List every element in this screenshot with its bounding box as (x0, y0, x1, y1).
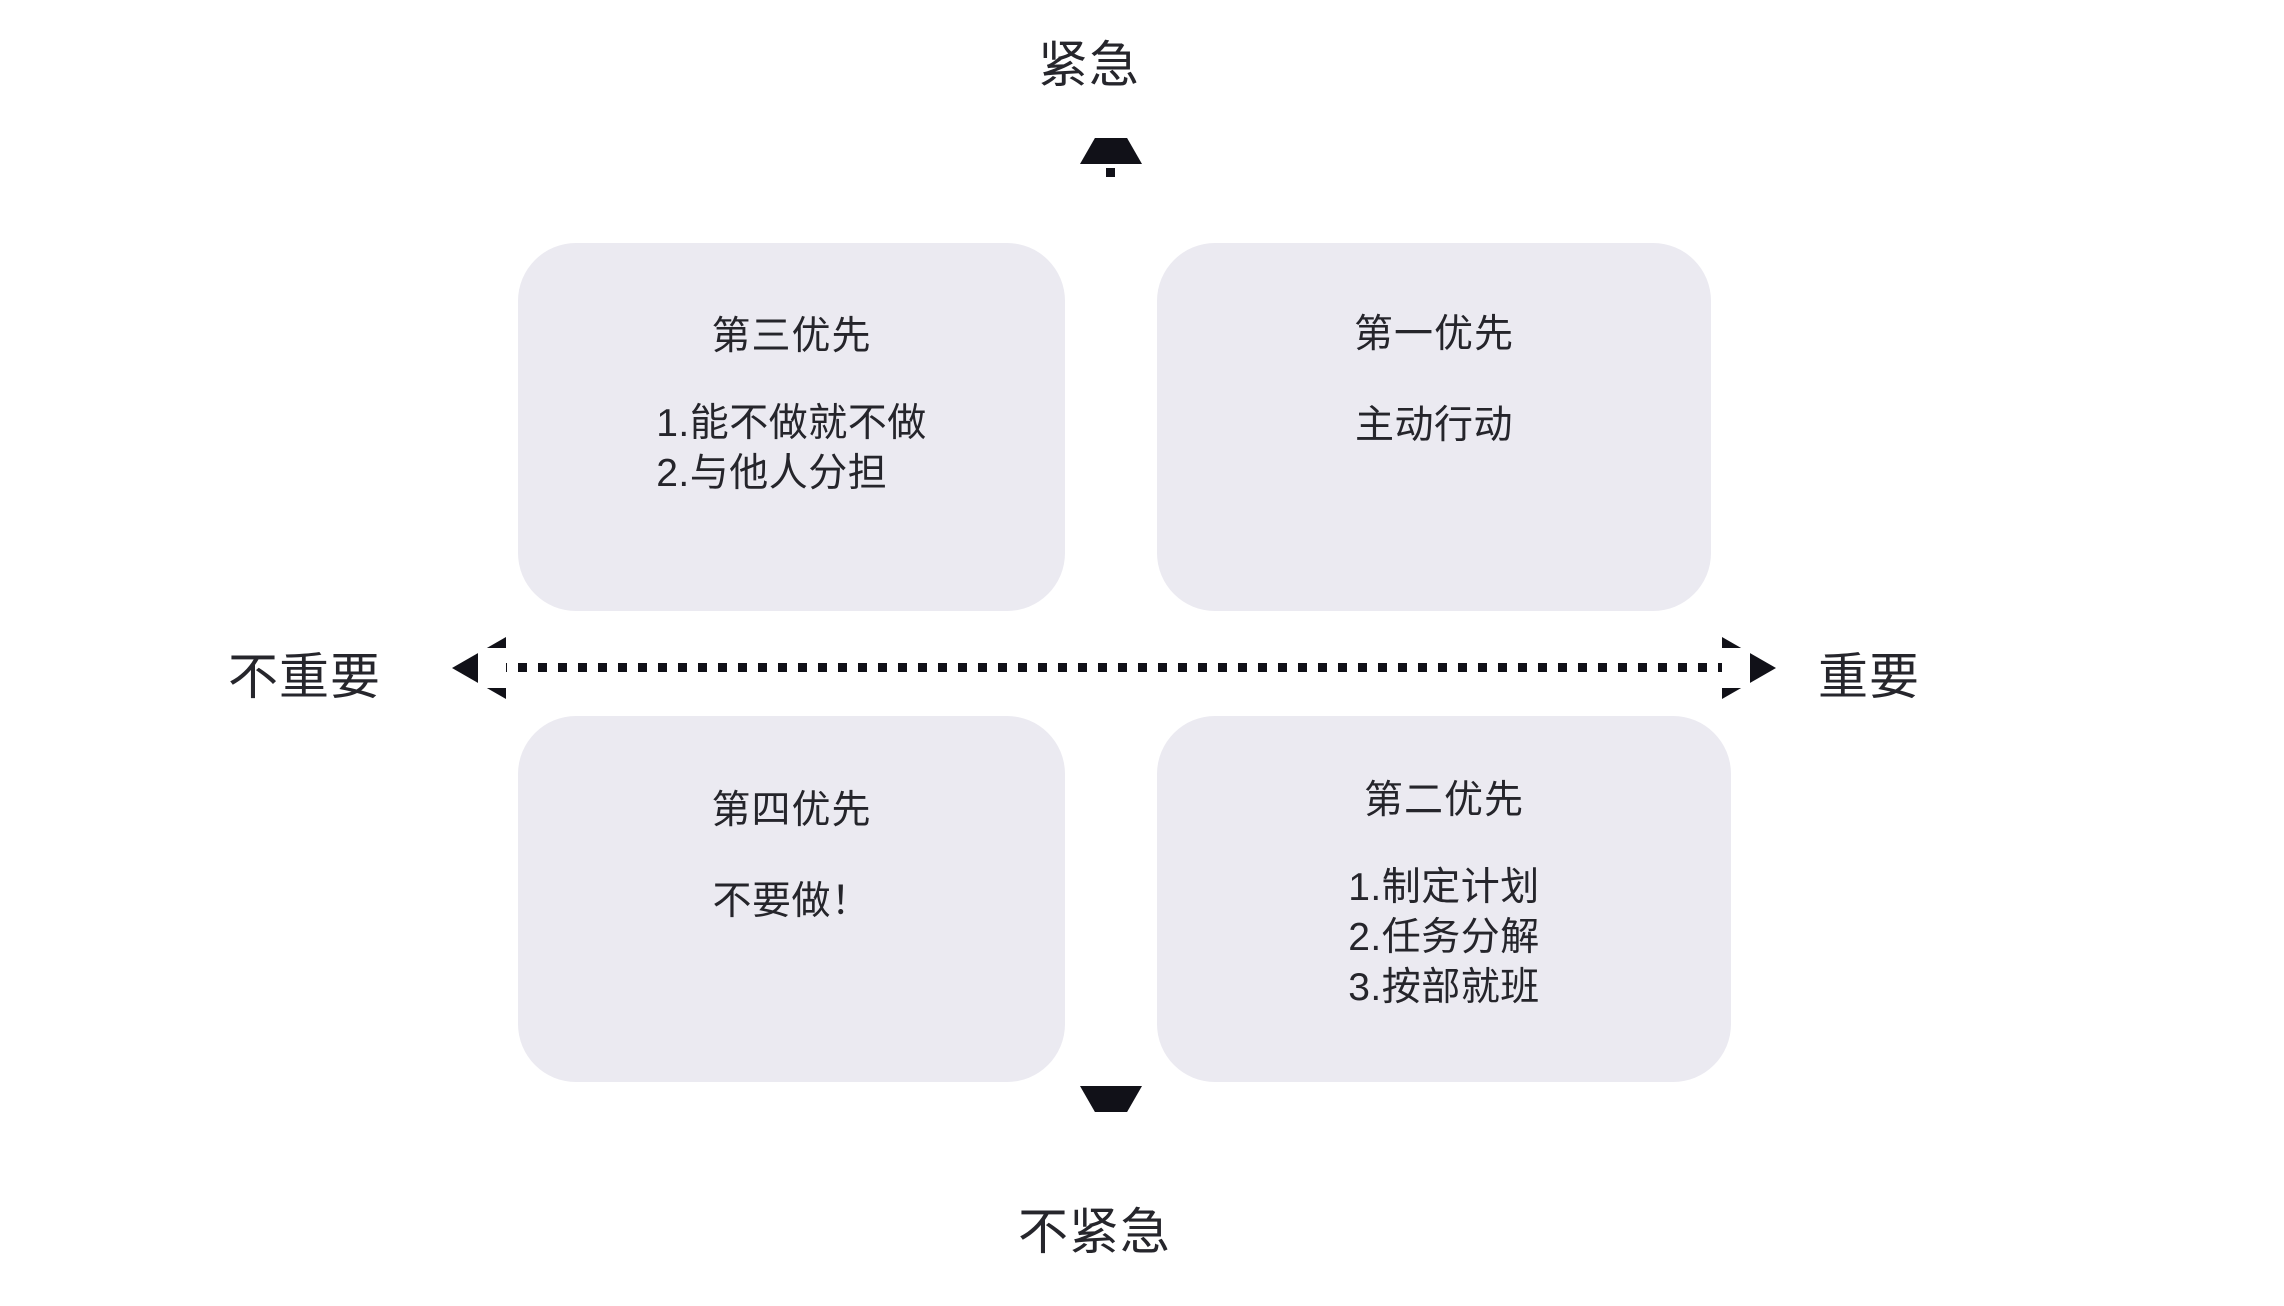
quadrant-card-second-priority: 第二优先 1.制定计划 2.任务分解 3.按部就班 (1157, 716, 1731, 1082)
quadrant-line: 2.与他人分担 (656, 451, 888, 495)
axis-label-not-urgent: 不紧急 (1018, 1204, 1171, 1260)
quadrant-line: 主动行动 (1354, 404, 1513, 447)
arrow-left-notch (478, 648, 506, 688)
quadrant-body: 1.能不做就不做 2.与他人分担 (656, 399, 927, 499)
vertical-axis-line (1106, 168, 1115, 1088)
axis-label-important: 重要 (1818, 649, 1920, 705)
quadrant-card-fourth-priority: 第四优先 不要做！ (518, 716, 1065, 1082)
quadrant-line: 3.按部就班 (1348, 965, 1540, 1009)
axis-label-not-important: 不重要 (228, 649, 381, 705)
quadrant-line: 1.能不做就不做 (656, 402, 927, 445)
quadrant-title: 第三优先 (711, 315, 872, 358)
quadrant-body: 1.制定计划 2.任务分解 3.按部就班 (1348, 863, 1540, 1013)
quadrant-line: 2.任务分解 (1348, 915, 1540, 959)
quadrant-title: 第四优先 (711, 789, 872, 832)
quadrant-line: 1.制定计划 (1348, 866, 1540, 909)
arrow-right-notch (1722, 648, 1750, 688)
quadrant-title: 第二优先 (1363, 779, 1524, 822)
quadrant-card-third-priority: 第三优先 1.能不做就不做 2.与他人分担 (518, 243, 1065, 611)
quadrant-line: 不要做！ (712, 880, 871, 923)
quadrant-body: 不要做！ (712, 877, 870, 927)
horizontal-axis-line (478, 663, 1746, 672)
quadrant-title: 第一优先 (1353, 313, 1514, 356)
arrow-up-notch (1091, 110, 1131, 138)
quadrant-card-first-priority: 第一优先 主动行动 (1157, 243, 1711, 611)
arrow-down-notch (1091, 1112, 1131, 1140)
quadrant-body: 主动行动 (1355, 401, 1513, 451)
axis-label-urgent: 紧急 (1038, 37, 1140, 93)
